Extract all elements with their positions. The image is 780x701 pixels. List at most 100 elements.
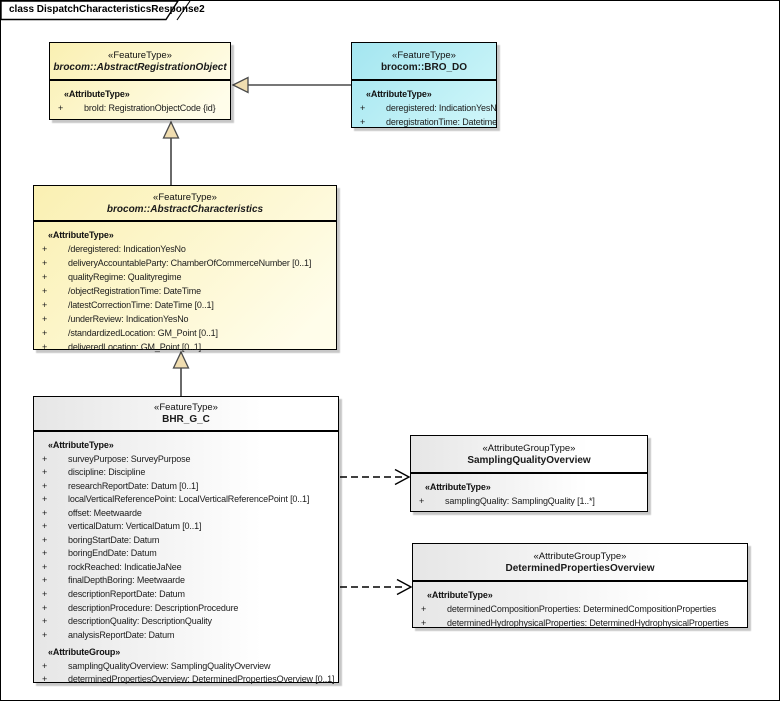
attribute-text: deliveredLocation: GM_Point [0..1] [68, 342, 201, 352]
attribute-text: /deregistered: IndicationYesNo [68, 244, 186, 254]
attribute-row: + descriptionProcedure: DescriptionProce… [34, 602, 338, 616]
attribute-text: «AttributeType» [64, 89, 130, 99]
class-name: BHR_G_C [162, 414, 210, 425]
attribute-text: deliveryAccountableParty: ChamberOfComme… [68, 258, 312, 268]
stereotype-label: «FeatureType» [153, 191, 217, 203]
class-box-sampling-quality-overview[interactable]: «AttributeGroupType» SamplingQualityOver… [410, 435, 648, 512]
attribute-text: «AttributeType» [427, 590, 493, 600]
visibility-plus: + [42, 480, 48, 491]
class-name: SamplingQualityOverview [467, 454, 591, 466]
attribute-row: + deregistered: IndicationYesNo [352, 102, 496, 116]
visibility-plus: + [42, 507, 48, 518]
attribute-row: + /latestCorrectionTime: DateTime [0..1] [34, 299, 336, 313]
visibility-plus: + [42, 575, 48, 586]
attributes-compartment: «AttributeType» + surveyPurpose: SurveyP… [34, 432, 338, 687]
attribute-text: descriptionQuality: DescriptionQuality [68, 616, 212, 627]
attribute-row: + samplingQualityOverview: SamplingQuali… [34, 660, 338, 674]
stereotype-label: «AttributeGroupType» [482, 442, 576, 454]
attribute-text: samplingQuality: SamplingQuality [1..*] [445, 496, 595, 506]
attribute-text: determinedPropertiesOverview: Determined… [68, 674, 335, 685]
attribute-text: deregistered: IndicationYesNo [386, 103, 496, 113]
attributes-compartment: «AttributeType» + samplingQuality: Sampl… [411, 474, 647, 509]
visibility-plus: + [42, 548, 48, 559]
generalization-bhr-to-ac [172, 350, 190, 396]
attribute-row: + deliveryAccountableParty: ChamberOfCom… [34, 257, 336, 271]
visibility-plus: + [42, 534, 48, 545]
attribute-text: «AttributeType» [366, 89, 432, 99]
attribute-text: /latestCorrectionTime: DateTime [0..1] [68, 300, 214, 310]
attribute-text: discipline: Discipline [68, 467, 146, 478]
attribute-text: analysisReportDate: Datum [68, 629, 175, 640]
visibility-plus: + [42, 629, 48, 640]
class-name: DeterminedPropertiesOverview [505, 562, 655, 574]
attributes-compartment: «AttributeType» + /deregistered: Indicat… [34, 222, 336, 355]
attribute-text: /underReview: IndicationYesNo [68, 314, 189, 324]
attribute-text: researchReportDate: Datum [0..1] [68, 480, 199, 491]
visibility-plus: + [42, 589, 48, 600]
visibility-plus: + [42, 561, 48, 572]
attribute-text: finalDepthBoring: Meetwaarde [68, 575, 185, 586]
attribute-row: + deregistrationTime: Datetime [352, 116, 496, 130]
attribute-text: broId: RegistrationObjectCode {id} [84, 103, 216, 113]
visibility-plus: + [421, 604, 427, 614]
visibility-plus: + [42, 258, 48, 268]
attribute-text: descriptionProcedure: DescriptionProcedu… [68, 602, 239, 613]
visibility-plus: + [42, 272, 48, 282]
attribute-row: + /objectRegistrationTime: DateTime [34, 285, 336, 299]
attributes-compartment: «AttributeType» + deregistered: Indicati… [352, 81, 496, 130]
class-name: brocom::AbstractCharacteristics [106, 203, 264, 215]
attribute-row: + localVerticalReferencePoint: LocalVert… [34, 493, 338, 507]
open-arrowhead-icon [394, 468, 411, 486]
attribute-text: localVerticalReferencePoint: LocalVertic… [68, 494, 310, 505]
attribute-row: + qualityRegime: Qualityregime [34, 271, 336, 285]
attribute-text: rockReached: IndicatieJaNee [68, 561, 182, 572]
attribute-row: + determinedHydrophysicalProperties: Det… [413, 617, 747, 631]
attribute-text: descriptionReportDate: Datum [68, 589, 185, 600]
attribute-row: + researchReportDate: Datum [0..1] [34, 480, 338, 494]
attribute-row: + finalDepthBoring: Meetwaarde [34, 574, 338, 588]
visibility-plus: + [42, 314, 48, 324]
visibility-plus: + [42, 674, 48, 685]
attribute-text: «AttributeGroup» [48, 647, 121, 658]
generalization-arrowhead-icon [231, 76, 249, 94]
attribute-text: «AttributeType» [425, 482, 491, 492]
generalization-brodo-to-aro [231, 76, 351, 94]
attribute-text: boringEndDate: Datum [68, 548, 157, 559]
attribute-text: qualityRegime: Qualityregime [68, 272, 182, 282]
diagram-frame-tab: class DispatchCharacteristicsResponse2 [0, 0, 220, 26]
attribute-text: determinedCompositionProperties: Determi… [447, 604, 717, 614]
attribute-text: boringStartDate: Datum [68, 534, 160, 545]
attribute-row: + rockReached: IndicatieJaNee [34, 561, 338, 575]
visibility-plus: + [42, 244, 48, 254]
generalization-ac-to-aro [162, 120, 180, 185]
class-box-abstract-registration-object[interactable]: «FeatureType» brocom::AbstractRegistrati… [49, 42, 231, 120]
attribute-row: + determinedPropertiesOverview: Determin… [34, 673, 338, 687]
attribute-row: + deliveredLocation: GM_Point [0..1] [34, 341, 336, 355]
visibility-plus: + [42, 300, 48, 310]
visibility-plus: + [58, 103, 64, 113]
attributes-compartment: «AttributeType» + broId: RegistrationObj… [50, 81, 230, 116]
attribute-row: + samplingQuality: SamplingQuality [1..*… [411, 495, 647, 509]
attribute-text: offset: Meetwaarde [68, 507, 142, 518]
attribute-text: surveyPurpose: SurveyPurpose [68, 453, 191, 464]
attribute-row: «AttributeType» [413, 589, 747, 603]
attribute-row: + /deregistered: IndicationYesNo [34, 243, 336, 257]
class-box-bro-do[interactable]: «FeatureType» brocom::BRO_DO «AttributeT… [351, 42, 497, 128]
attribute-row: + surveyPurpose: SurveyPurpose [34, 453, 338, 467]
attribute-text: /objectRegistrationTime: DateTime [68, 286, 201, 296]
dependency-bhr-to-sqo [340, 468, 411, 486]
attributes-compartment: «AttributeType» + determinedCompositionP… [413, 582, 747, 631]
visibility-plus: + [42, 602, 48, 613]
visibility-plus: + [42, 521, 48, 532]
attribute-text: verticalDatum: VerticalDatum [0..1] [68, 521, 202, 532]
visibility-plus: + [419, 496, 425, 506]
visibility-plus: + [421, 618, 427, 628]
class-box-bhr-g-c[interactable]: «FeatureType» BHR_G_C «AttributeType» + … [33, 396, 339, 684]
stereotype-label: «FeatureType» [108, 49, 172, 61]
visibility-plus: + [42, 467, 48, 478]
attribute-text: determinedHydrophysicalProperties: Deter… [447, 618, 729, 628]
attribute-row: «AttributeType» [34, 439, 338, 453]
visibility-plus: + [42, 286, 48, 296]
class-box-determined-properties-overview[interactable]: «AttributeGroupType» DeterminedPropertie… [412, 543, 748, 628]
class-box-abstract-characteristics[interactable]: «FeatureType» brocom::AbstractCharacteri… [33, 185, 337, 352]
